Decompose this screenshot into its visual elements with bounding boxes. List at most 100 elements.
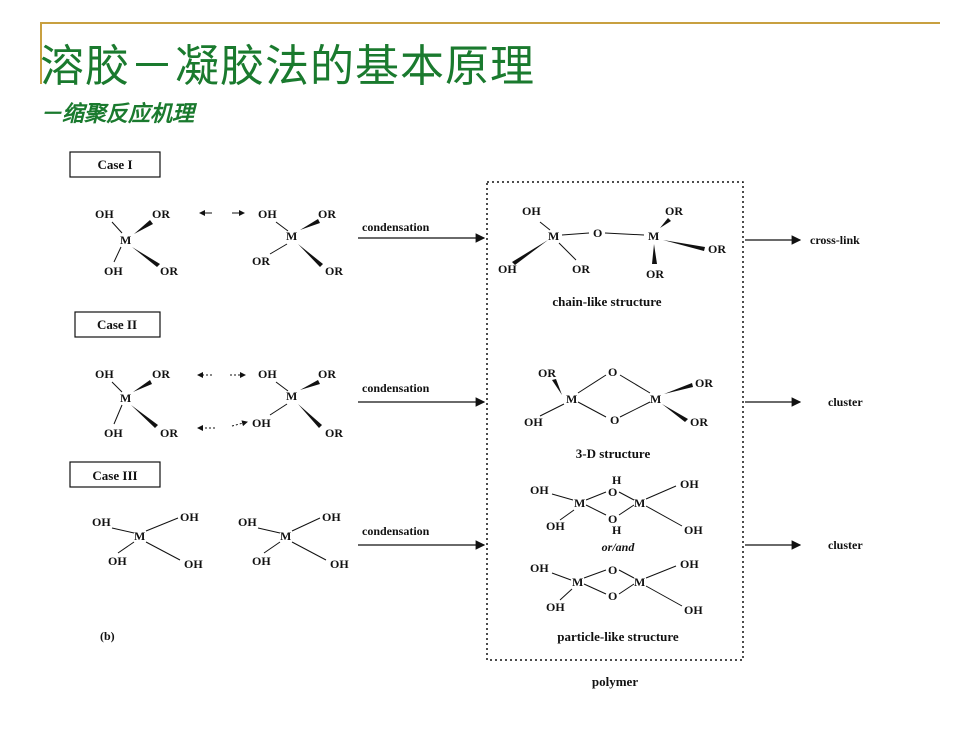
case1-product-label: cross-link — [810, 233, 860, 247]
slide-subtitle: －缩聚反应机理 — [40, 102, 195, 127]
svg-text:OR: OR — [325, 426, 343, 440]
svg-text:O: O — [608, 589, 617, 603]
svg-text:OR: OR — [695, 376, 713, 390]
case3-label: Case III — [92, 468, 137, 483]
chain-like-structure: OH M O M OR OR OH OR OR — [498, 204, 726, 281]
svg-text:OR: OR — [152, 207, 170, 221]
case2-reactant-left: OH OR M OH OR — [95, 367, 178, 440]
svg-text:OR: OR — [646, 267, 664, 281]
case3-reactant-right: OH OH M OH OH — [238, 510, 349, 571]
svg-text:M: M — [280, 529, 291, 543]
svg-text:OH: OH — [522, 204, 541, 218]
case3-box — [69, 461, 161, 488]
svg-text:OH: OH — [104, 426, 123, 440]
svg-text:OH: OH — [330, 557, 349, 571]
case3-product-label: cluster — [828, 538, 863, 552]
svg-text:OR: OR — [318, 207, 336, 221]
svg-text:M: M — [120, 233, 131, 247]
svg-text:OR: OR — [160, 264, 178, 278]
svg-text:OH: OH — [92, 515, 111, 529]
three-d-structure: OR O M M OR OH O OR — [524, 365, 713, 429]
figure-label: (b) — [100, 629, 115, 643]
slide-title: 溶胶－凝胶法的基本原理 — [40, 41, 535, 92]
svg-text:O: O — [610, 413, 619, 427]
svg-text:M: M — [574, 496, 585, 510]
svg-text:OH: OH — [252, 554, 271, 568]
case3-condensation-label: condensation — [362, 524, 430, 538]
svg-text:OH: OH — [546, 600, 565, 614]
svg-text:OH: OH — [184, 557, 203, 571]
case1-label: Case I — [97, 157, 132, 172]
polymer-box — [486, 181, 744, 661]
svg-text:OR: OR — [318, 367, 336, 381]
svg-text:OH: OH — [108, 554, 127, 568]
case2-condensation-label: condensation — [362, 381, 430, 395]
svg-text:O: O — [608, 563, 617, 577]
svg-text:O: O — [593, 226, 602, 240]
title-rule — [40, 22, 940, 24]
svg-text:M: M — [566, 392, 577, 406]
or-and-caption: or/and — [602, 540, 636, 554]
svg-text:O: O — [608, 365, 617, 379]
polymer-label: polymer — [592, 674, 638, 689]
svg-text:OH: OH — [252, 416, 271, 430]
svg-text:M: M — [286, 229, 297, 243]
svg-text:OH: OH — [684, 603, 703, 617]
svg-text:OH: OH — [680, 477, 699, 491]
svg-text:M: M — [548, 229, 559, 243]
svg-text:OH: OH — [95, 207, 114, 221]
svg-text:OR: OR — [252, 254, 270, 268]
case3-reactant-left: OH OH M OH OH — [92, 510, 203, 571]
svg-text:OR: OR — [572, 262, 590, 276]
svg-text:OH: OH — [684, 523, 703, 537]
particle-like-caption: particle-like structure — [557, 629, 679, 644]
svg-text:OH: OH — [95, 367, 114, 381]
svg-text:OH: OH — [104, 264, 123, 278]
three-d-caption: 3-D structure — [576, 446, 651, 461]
svg-text:M: M — [648, 229, 659, 243]
svg-text:OH: OH — [530, 483, 549, 497]
svg-text:M: M — [286, 389, 297, 403]
case2-label: Case II — [97, 317, 137, 332]
case1-reactant-left: OH OR M OH OR — [95, 207, 178, 278]
svg-text:H: H — [612, 523, 622, 537]
svg-text:OH: OH — [498, 262, 517, 276]
svg-text:OH: OH — [180, 510, 199, 524]
svg-text:OH: OH — [524, 415, 543, 429]
svg-text:OH: OH — [322, 510, 341, 524]
hydroxo-bridged-structure: H OH O OH M M O H OH OH — [530, 473, 703, 537]
case1-reactant-right: OH OR M OR OR — [252, 207, 343, 278]
case2-reactant-right: OH OR M OH OR — [252, 367, 343, 440]
svg-text:OH: OH — [546, 519, 565, 533]
svg-text:OH: OH — [258, 207, 277, 221]
case2-box — [74, 311, 161, 338]
oxo-bridged-structure: OH O OH M M O OH OH — [530, 557, 703, 617]
case2-product-label: cluster — [828, 395, 863, 409]
svg-text:OH: OH — [238, 515, 257, 529]
svg-text:M: M — [134, 529, 145, 543]
svg-text:OH: OH — [530, 561, 549, 575]
svg-text:M: M — [120, 391, 131, 405]
title-accent-bar — [40, 22, 42, 84]
svg-text:OR: OR — [160, 426, 178, 440]
svg-text:M: M — [650, 392, 661, 406]
chain-like-caption: chain-like structure — [552, 294, 661, 309]
svg-text:OH: OH — [258, 367, 277, 381]
svg-text:OR: OR — [325, 264, 343, 278]
svg-text:H: H — [612, 473, 622, 487]
svg-text:OR: OR — [690, 415, 708, 429]
svg-text:OR: OR — [665, 204, 683, 218]
svg-text:OR: OR — [708, 242, 726, 256]
case1-box — [69, 151, 161, 178]
svg-text:OR: OR — [152, 367, 170, 381]
svg-text:OH: OH — [680, 557, 699, 571]
svg-text:O: O — [608, 512, 617, 526]
case1-condensation-label: condensation — [362, 220, 430, 234]
svg-text:M: M — [634, 575, 645, 589]
case2-bottom-arrow-right — [231, 420, 248, 427]
svg-text:OR: OR — [538, 366, 556, 380]
svg-text:M: M — [634, 496, 645, 510]
svg-text:M: M — [572, 575, 583, 589]
svg-text:O: O — [608, 485, 617, 499]
